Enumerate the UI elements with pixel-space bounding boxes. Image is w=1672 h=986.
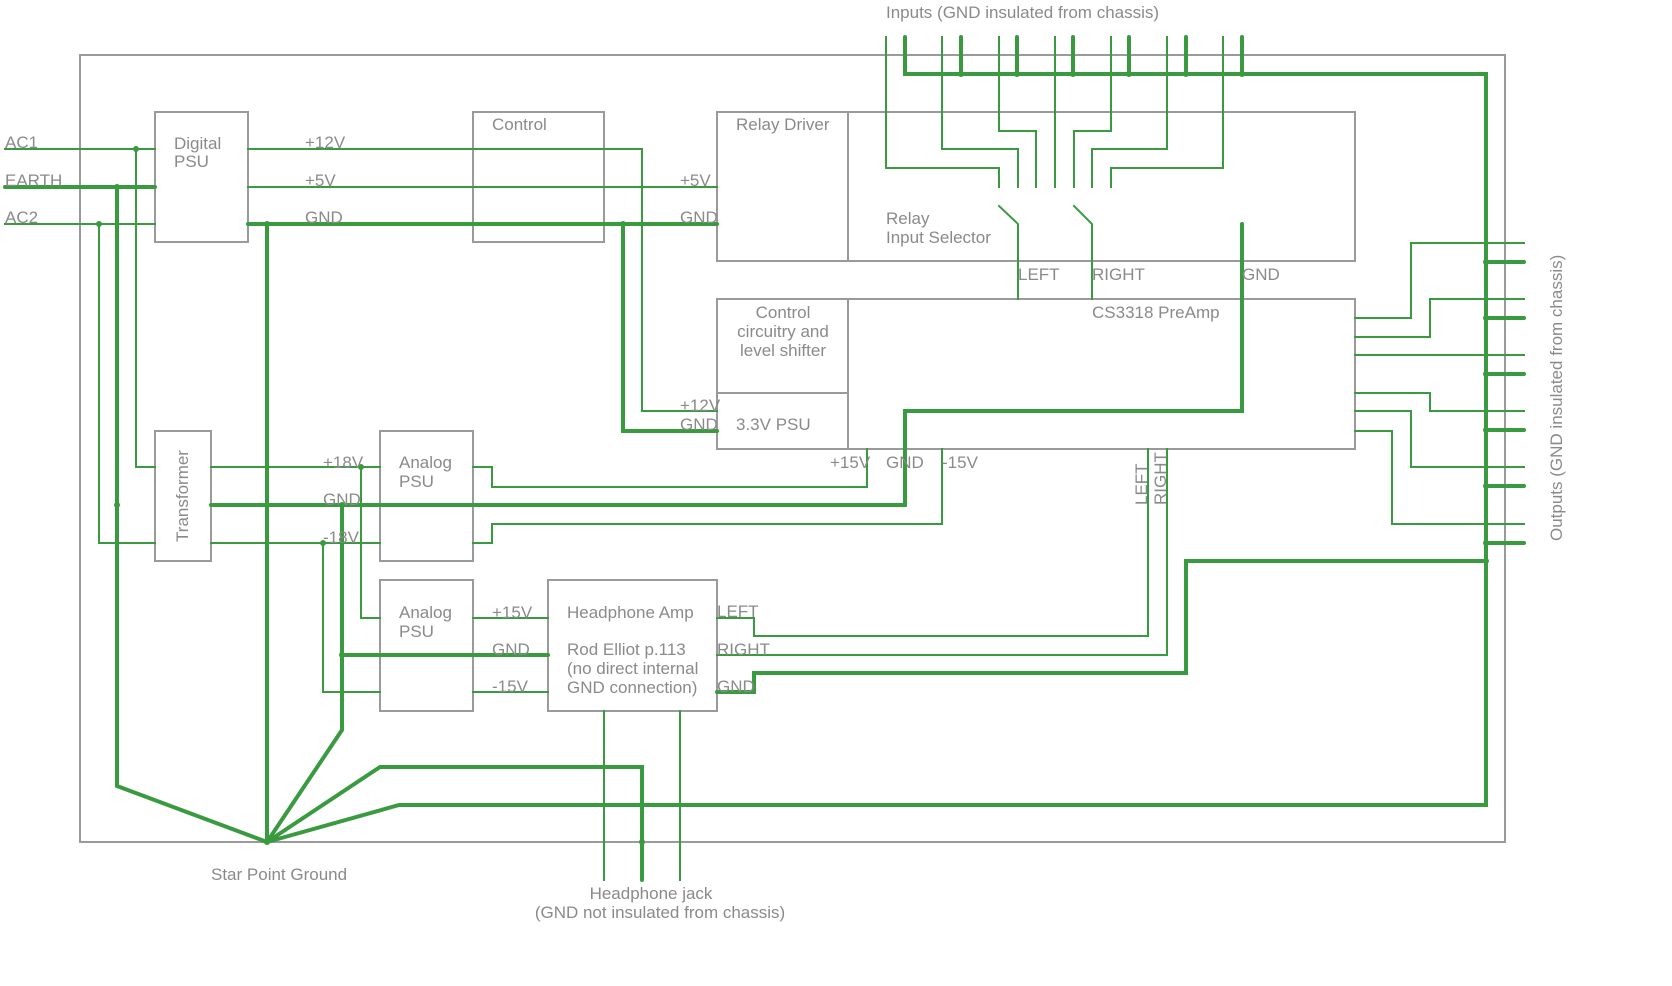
- transformer-wires: [210, 466, 381, 693]
- psu33-title: 3.3V PSU: [736, 415, 811, 434]
- input-wires: [885, 36, 1224, 300]
- preamp-gnd-label: GND: [886, 453, 924, 472]
- analog-psu-1-box: [379, 430, 474, 562]
- output-wires: [1354, 242, 1525, 525]
- selector-gnd-label: GND: [1242, 265, 1280, 284]
- analog-psu-2-plus15-label: +15V: [492, 603, 533, 622]
- transformer-gnd-label: GND: [323, 490, 361, 509]
- selector-right-label: RIGHT: [1092, 265, 1145, 284]
- headphone-jack-note: (GND not insulated from chassis): [535, 903, 785, 922]
- analog-psu-2-box: [379, 579, 474, 712]
- digital-plus12-label: +12V: [305, 133, 346, 152]
- relay-selector-box: [847, 111, 1356, 262]
- transformer-minus18-label: -18V: [323, 528, 360, 547]
- headphone-supply-wires: [472, 617, 549, 693]
- transformer-plus18-label: +18V: [323, 453, 364, 472]
- digital-plus5-label: +5V: [305, 171, 336, 190]
- relay-driver-box: [716, 111, 849, 262]
- preamp-minus15-label: -15V: [942, 453, 979, 472]
- outputs-title: Outputs (GND insulated from chassis): [1547, 255, 1566, 541]
- preamp-supply-wires: [472, 448, 943, 544]
- analog-psu-2-gnd-label: GND: [492, 640, 530, 659]
- selector-left-label: LEFT: [1018, 265, 1060, 284]
- headphone-amp-right-label: RIGHT: [717, 640, 770, 659]
- headphone-jack-label: Headphone jack: [590, 884, 713, 903]
- digital-supply-wires: [247, 148, 718, 412]
- analog-psu-2-minus15-label: -15V: [492, 677, 529, 696]
- headphone-signal-wires: [716, 448, 1168, 656]
- relay-driver-gnd-label: GND: [680, 208, 718, 227]
- relay-driver-title: Relay Driver: [736, 115, 830, 134]
- ac1-label: AC1: [5, 133, 38, 152]
- digital-gnd-label: GND: [305, 208, 343, 227]
- inputs-title: Inputs (GND insulated from chassis): [886, 3, 1159, 22]
- earth-label: EARTH: [5, 171, 62, 190]
- headphone-amp-box: [547, 579, 718, 712]
- ground-network: [3, 35, 1526, 882]
- psu33-gnd-label: GND: [680, 415, 718, 434]
- headphone-jack-wires: [603, 710, 681, 881]
- preamp-left-out-label: LEFT: [1132, 463, 1151, 505]
- control-box: [472, 111, 605, 243]
- psu33-plus12-label: +12V: [680, 396, 721, 415]
- digital-psu-box: [154, 111, 249, 243]
- preamp-box: [847, 298, 1356, 450]
- star-point-label: Star Point Ground: [211, 865, 347, 884]
- transformer-box: [154, 430, 212, 562]
- junction-dots: [96, 71, 1489, 845]
- ac2-label: AC2: [5, 208, 38, 227]
- relay-driver-plus5-label: +5V: [680, 171, 711, 190]
- control-title: Control: [492, 115, 547, 134]
- headphone-amp-left-label: LEFT: [717, 602, 759, 621]
- preamp-title: CS3318 PreAmp: [1092, 303, 1220, 322]
- transformer-title: Transformer: [173, 450, 192, 542]
- preamp-plus15-label: +15V: [830, 453, 871, 472]
- chassis-outline: [79, 54, 1506, 843]
- preamp-right-out-label: RIGHT: [1151, 452, 1170, 505]
- headphone-amp-gnd-label: GND: [717, 677, 755, 696]
